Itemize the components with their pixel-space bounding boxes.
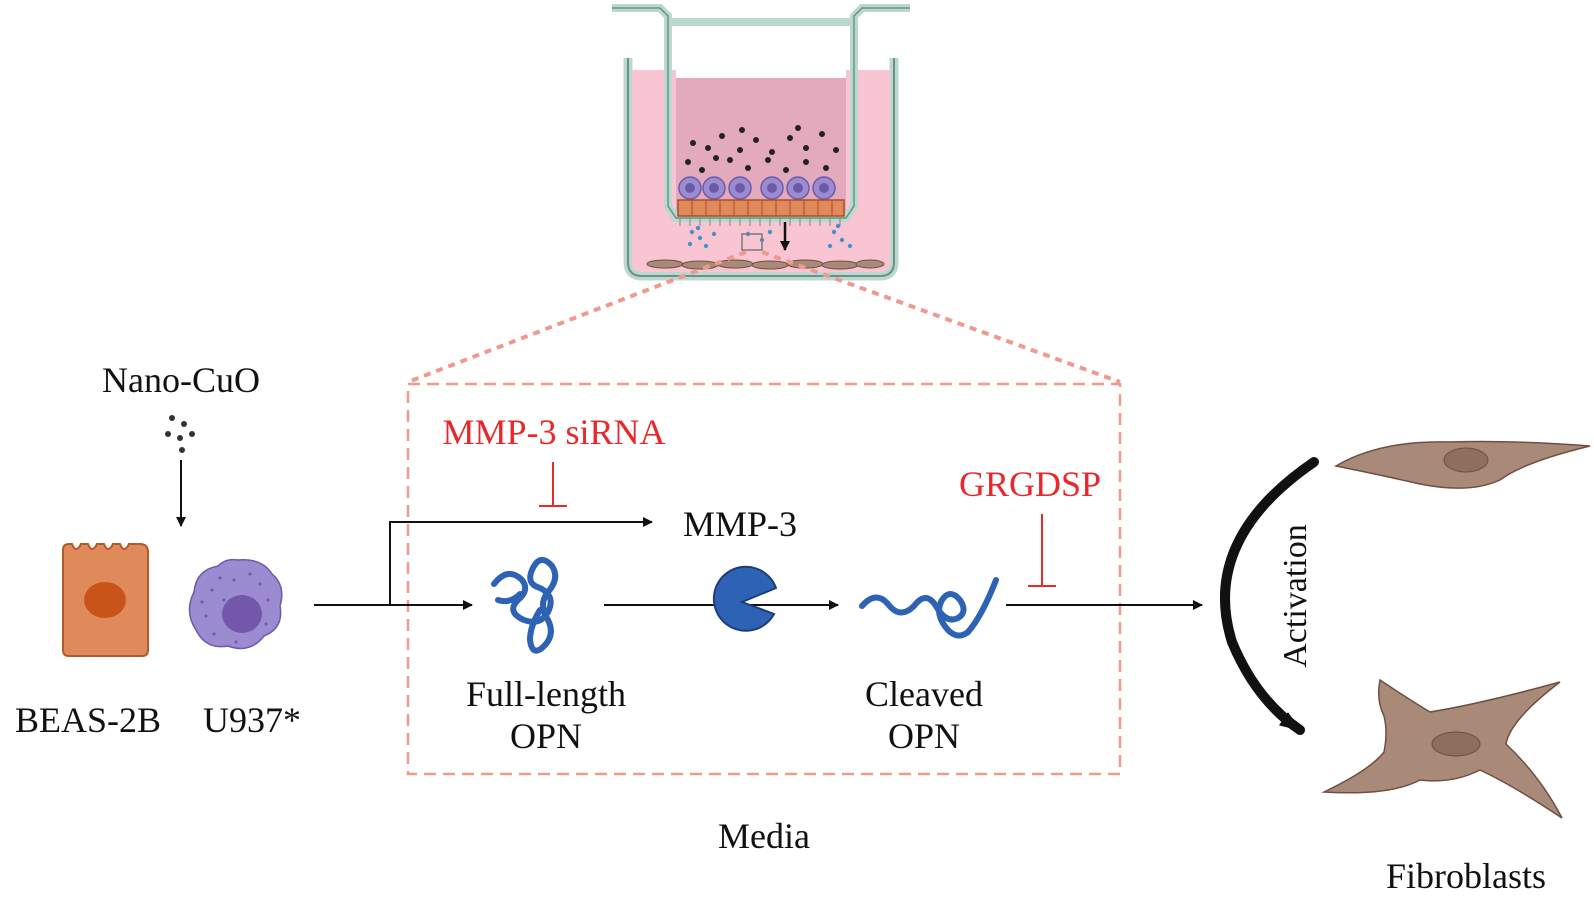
insert-epithelial-row [677,199,845,217]
mmp3-label: MMP-3 [683,504,797,544]
grgdsp-inhibitor [1028,514,1056,587]
zoom-connector-left [407,250,747,384]
cells-to-mmp3-arrow [389,517,653,605]
nano-cuo-label: Nano-CuO [102,360,260,400]
cleaved-opn-label-line1: Cleaved [865,674,983,714]
spindle-fibroblast-icon [1333,440,1591,489]
u937-label: U937* [203,700,301,740]
fibroblasts-label: Fibroblasts [1386,856,1546,896]
beas2b-label: BEAS-2B [15,700,161,740]
activation-arrow [1220,457,1319,735]
folded-protein-icon [491,557,559,654]
mmp3-sirna-label: MMP-3 siRNA [442,412,665,452]
zoom-connector-right [761,250,1121,384]
media-label: Media [718,816,810,856]
full-length-opn-label-line2: OPN [510,716,582,756]
insert-membrane [679,218,841,226]
activated-fibroblast-icon [1321,678,1563,819]
activation-label: Activation [1277,524,1314,668]
insert-macrophage-row [678,176,836,200]
full-length-opn-label-line1: Full-length [466,674,626,714]
pacman-enzyme-icon [712,565,778,632]
cleaved-protein-icon [859,577,999,639]
grgdsp-label: GRGDSP [959,464,1101,504]
macrophage-cell-icon [188,558,283,650]
insert-nanoparticles [685,125,839,173]
epithelial-cell-icon [62,543,149,657]
cleaved-opn-label-line2: OPN [888,716,960,756]
nanoparticle-dots-icon [165,415,195,453]
secreted-factor-dots [687,223,853,249]
zoom-region-square [741,233,763,251]
mmp3-sirna-inhibitor [539,462,567,507]
transwell-insert-icon [612,4,910,281]
